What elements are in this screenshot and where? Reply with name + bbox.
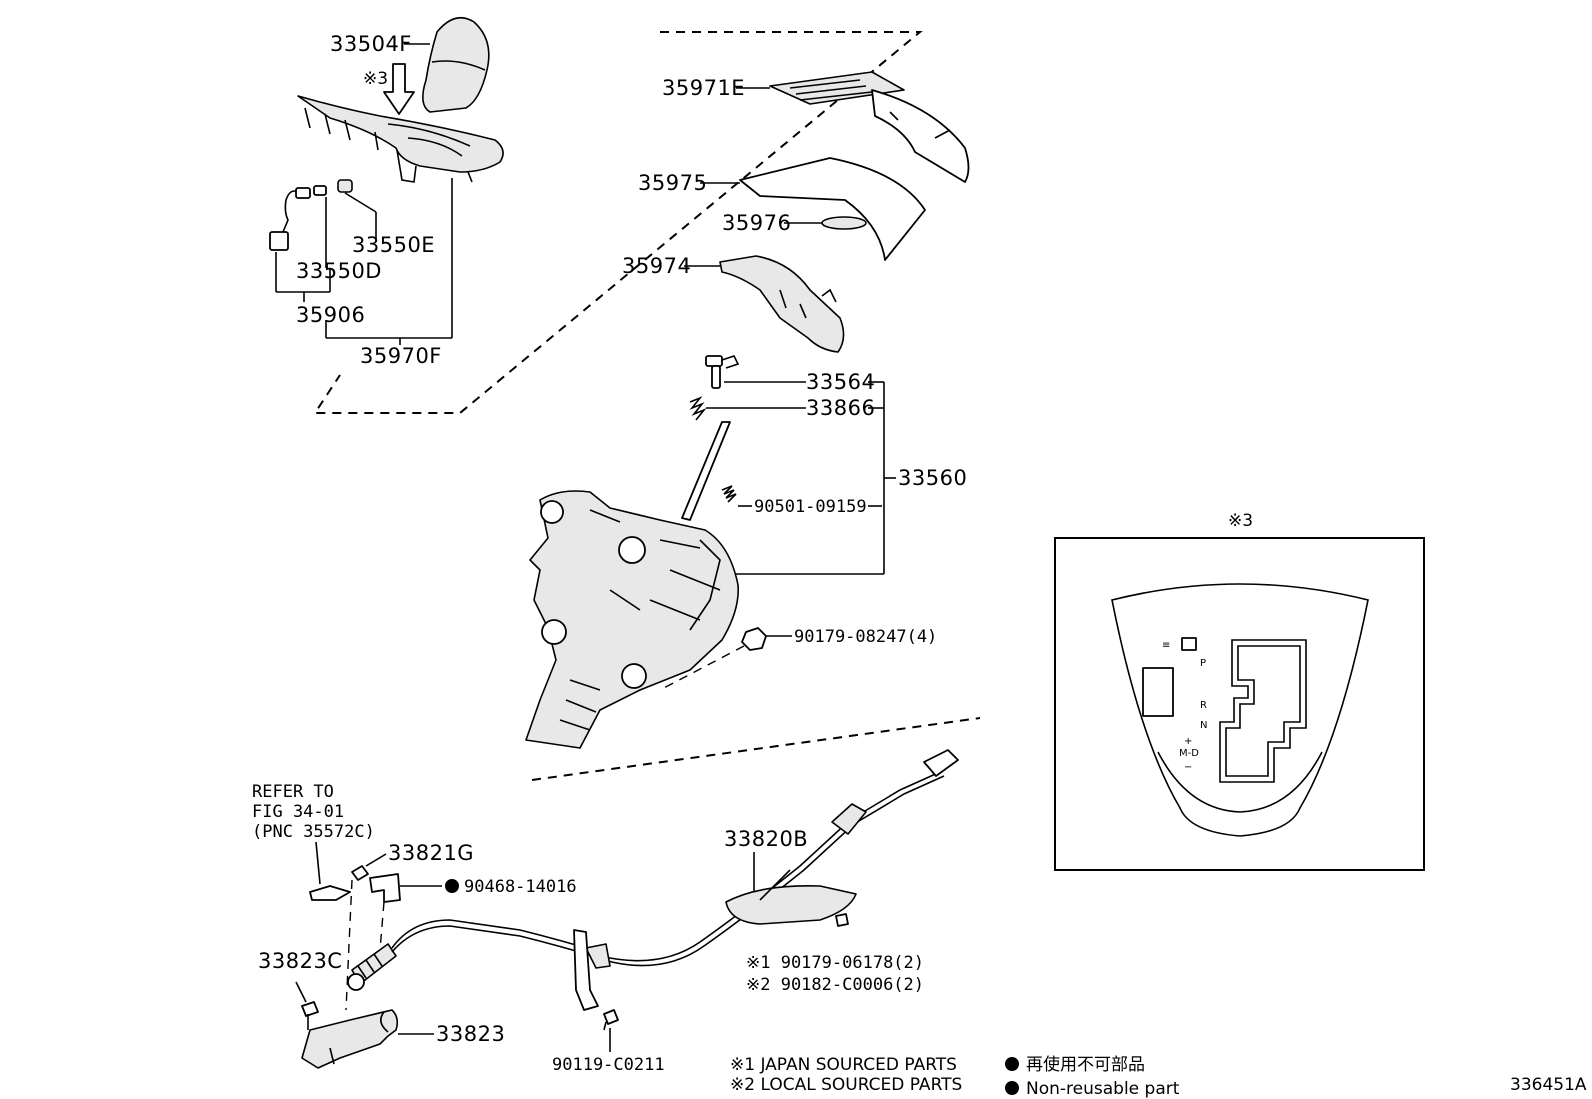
label-33504F: 33504F — [330, 32, 412, 56]
spring-33866 — [689, 396, 707, 421]
label-33820B: 33820B — [724, 827, 808, 851]
gear-MD: M-D — [1179, 748, 1199, 759]
refer-line2: FIG 34-01 — [252, 802, 344, 822]
label-90182-C0006: ※2 90182-C0006(2) — [746, 975, 924, 995]
label-33550D: 33550D — [296, 259, 382, 283]
label-90179-06178: ※1 90179-06178(2) — [746, 953, 924, 973]
label-note3-top: ※3 — [363, 69, 388, 89]
clip-left — [309, 885, 351, 901]
cover-35971E — [769, 71, 970, 183]
label-33550E: 33550E — [352, 233, 435, 257]
bolt-90119-C0211 — [603, 1009, 619, 1031]
clip-33821G — [351, 865, 369, 881]
label-33564: 33564 — [806, 370, 875, 394]
label-35974: 35974 — [622, 254, 691, 278]
inset-title: ※3 — [1228, 511, 1253, 531]
plate-35975 — [739, 157, 926, 261]
label-35906: 35906 — [296, 303, 365, 327]
bracket-33823 — [301, 1009, 399, 1069]
filled-circle-icon — [1005, 1057, 1019, 1071]
label-33560: 33560 — [898, 466, 967, 490]
cap-35976 — [821, 216, 867, 230]
label-35971E: 35971E — [662, 76, 745, 100]
shift-lever-housing — [525, 490, 739, 749]
filled-circle-icon — [1005, 1081, 1019, 1095]
bracket-plate-33820B — [725, 869, 857, 925]
label-35976: 35976 — [722, 211, 791, 235]
label-90468-14016: 90468-14016 — [464, 877, 577, 897]
down-arrow-icon — [383, 63, 415, 115]
bolt-33823C — [301, 1001, 319, 1030]
button-33564 — [705, 355, 740, 389]
refer-line3: (PNC 35572C) — [252, 822, 375, 842]
refer-line1: REFER TO — [252, 782, 334, 802]
label-90179-08247: 90179-08247(4) — [794, 627, 937, 647]
spring-90501 — [721, 485, 737, 503]
gear-P: P — [1200, 658, 1206, 669]
bulb-wire-harness — [269, 179, 353, 251]
gear-R: R — [1200, 700, 1207, 711]
nut-90179-08247 — [741, 627, 767, 651]
label-90119-C0211: 90119-C0211 — [552, 1055, 665, 1075]
figure-id: 336451A — [1510, 1075, 1587, 1095]
shift-cable-33820B — [347, 749, 959, 1011]
gear-plus: + — [1184, 736, 1192, 747]
shift-knob-33504F — [422, 16, 490, 113]
bolt-90179-06178 — [835, 913, 849, 927]
label-35970F: 35970F — [360, 344, 442, 368]
shift-indicator-panel — [297, 95, 504, 183]
legend-note2: ※2 LOCAL SOURCED PARTS — [730, 1075, 962, 1095]
shift-pattern-inset: ≡ P R N + M-D − — [1054, 537, 1425, 871]
legend-nonreusable-en: Non-reusable part — [1026, 1079, 1180, 1099]
lower-dashed-frame — [531, 717, 981, 781]
legend-nonreusable-jp: 再使用不可部品 — [1026, 1054, 1145, 1075]
label-33823: 33823 — [436, 1022, 505, 1046]
label-33821G: 33821G — [388, 841, 474, 865]
bracket-35974 — [719, 255, 845, 353]
shift-rod — [681, 421, 731, 521]
gear-minus: − — [1184, 762, 1192, 773]
filled-circle-icon — [445, 879, 459, 893]
inset-button-label: ≡ — [1162, 640, 1170, 651]
gear-N: N — [1200, 720, 1207, 731]
legend-note1: ※1 JAPAN SOURCED PARTS — [730, 1055, 957, 1075]
label-33823C: 33823C — [258, 949, 342, 973]
label-33866: 33866 — [806, 396, 875, 420]
label-35975: 35975 — [638, 171, 707, 195]
clip-90468 — [369, 873, 401, 903]
label-90501-09159: 90501-09159 — [754, 497, 867, 517]
